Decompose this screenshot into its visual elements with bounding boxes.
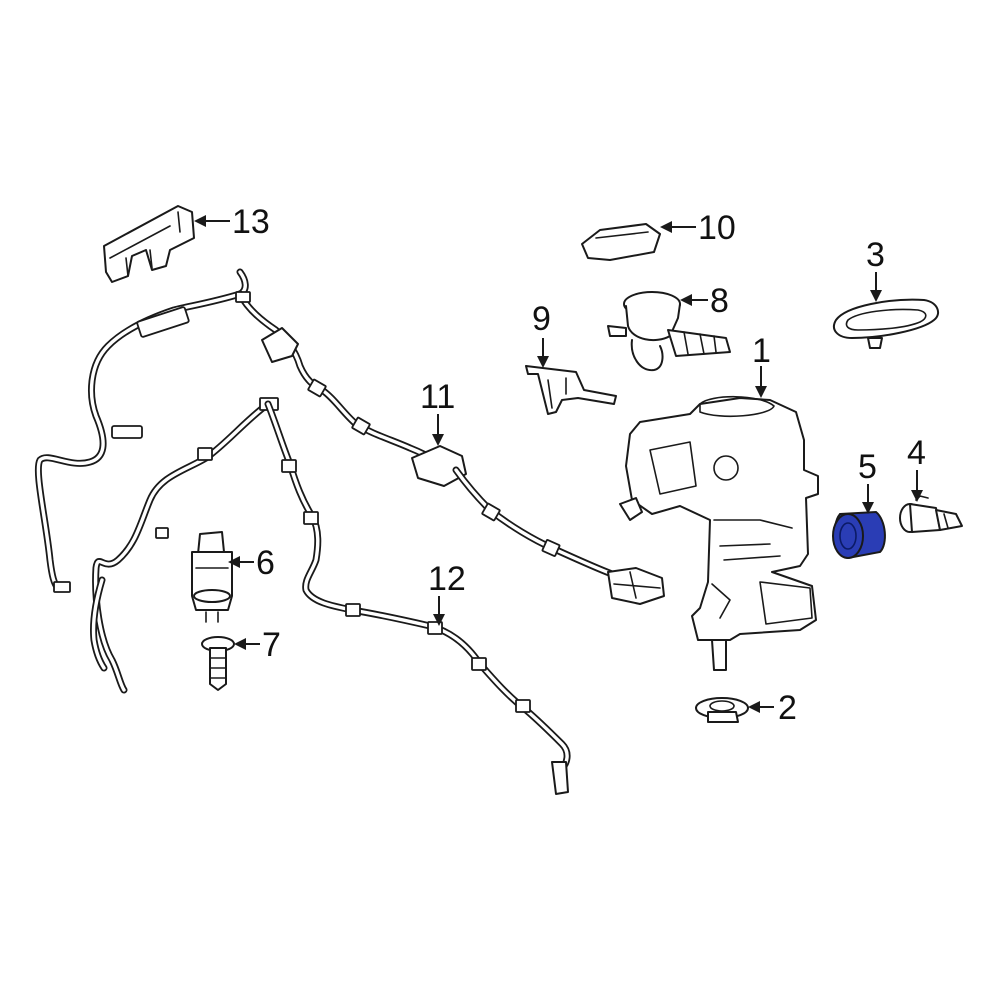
- callout-6[interactable]: 6: [256, 544, 275, 582]
- part-6-pump[interactable]: [191, 531, 233, 623]
- washer-hose-left[interactable]: [34, 268, 438, 593]
- part-5-seal[interactable]: [832, 510, 886, 560]
- callout-11[interactable]: 11: [420, 378, 455, 416]
- part-4-sensor[interactable]: [899, 495, 963, 533]
- callout-labels: 13 10 8 9 3 1 11 5 4 6 12 7 2: [232, 203, 926, 727]
- callout-4[interactable]: 4: [907, 434, 926, 472]
- washer-hose-lower-left[interactable]: [90, 397, 279, 694]
- part-11-hose[interactable]: [411, 445, 665, 605]
- callout-2[interactable]: 2: [778, 689, 797, 727]
- part-7-bolt[interactable]: [201, 636, 235, 691]
- callout-1[interactable]: 1: [752, 332, 771, 370]
- callout-8[interactable]: 8: [710, 282, 729, 320]
- callout-12[interactable]: 12: [428, 560, 466, 598]
- callout-7[interactable]: 7: [262, 626, 281, 664]
- part-3-gasket[interactable]: [833, 298, 940, 349]
- callout-10[interactable]: 10: [698, 209, 736, 247]
- part-13-bracket[interactable]: [103, 205, 195, 283]
- callout-3[interactable]: 3: [866, 236, 885, 274]
- part-9-bracket[interactable]: [525, 365, 617, 415]
- part-10-cap[interactable]: [581, 223, 661, 261]
- part-8-filler-neck[interactable]: [607, 291, 731, 372]
- part-12-hose[interactable]: [264, 400, 571, 795]
- callout-9[interactable]: 9: [532, 300, 551, 338]
- callout-5[interactable]: 5: [858, 448, 877, 486]
- callout-13[interactable]: 13: [232, 203, 270, 241]
- part-1-reservoir[interactable]: [619, 395, 819, 671]
- leader-lines: [194, 215, 923, 713]
- part-2-grommet[interactable]: [695, 697, 749, 723]
